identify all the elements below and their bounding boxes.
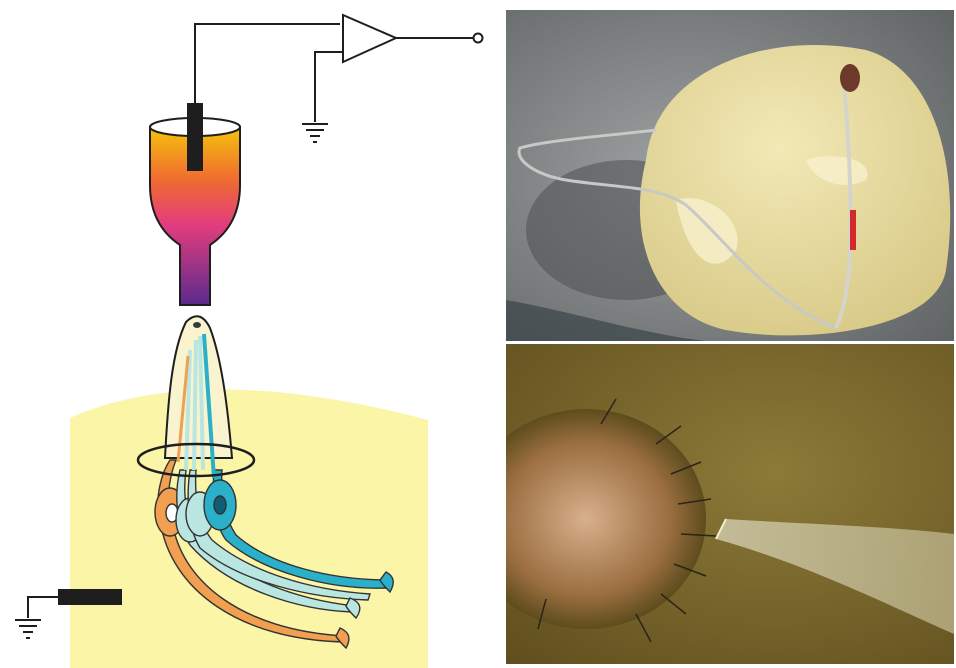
- sensillum-closeup-photo: [506, 344, 954, 664]
- ground-icon: [15, 620, 41, 638]
- recording-electrode-icon: [150, 103, 240, 305]
- ground-icon: [302, 124, 328, 142]
- amplifier-icon: [195, 15, 483, 122]
- fly-preparation-photo: [506, 10, 954, 341]
- tissue-area: [70, 389, 428, 668]
- recording-schematic: [0, 0, 500, 668]
